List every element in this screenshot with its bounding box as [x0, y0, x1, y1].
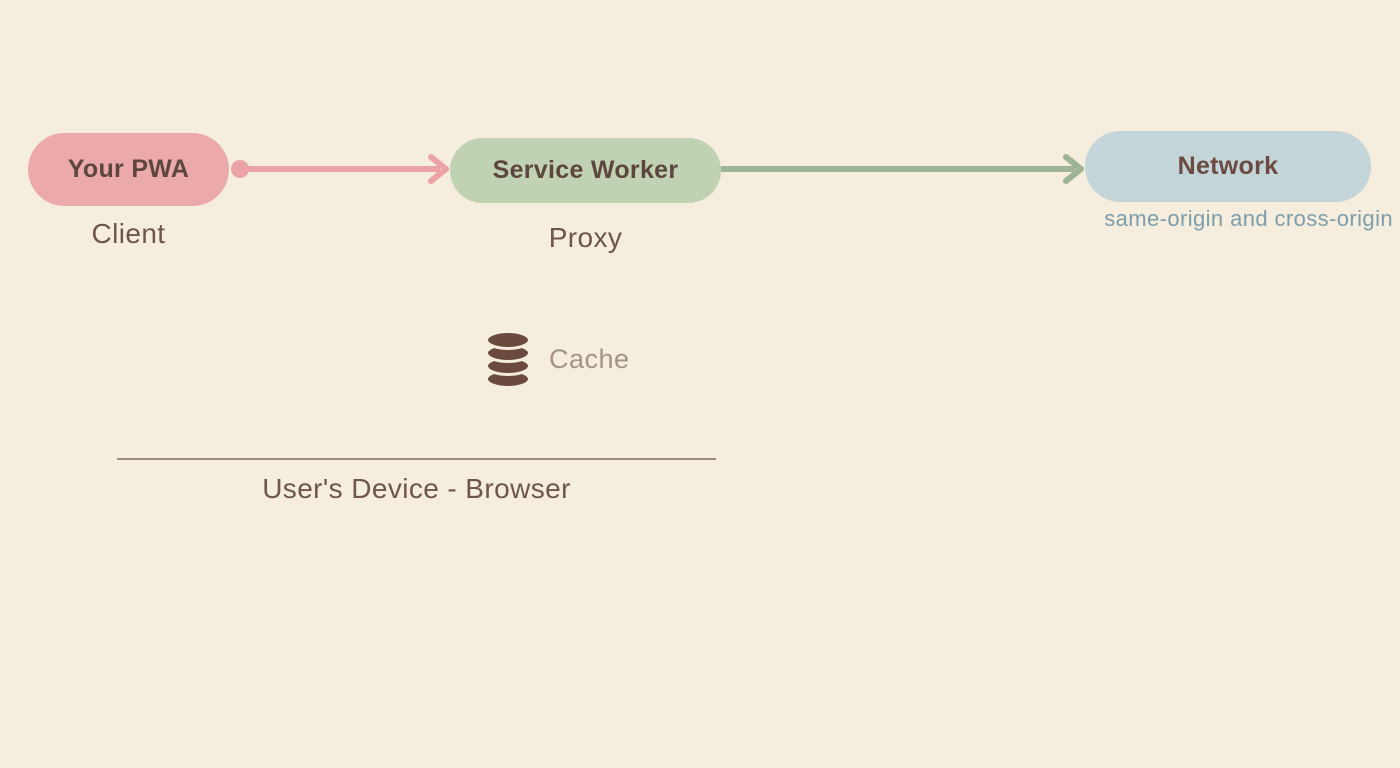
service-worker-node: Service Worker: [450, 138, 721, 203]
origin-scope-label: same-origin and cross-origin: [1104, 206, 1393, 231]
arrowhead-icon: [428, 154, 449, 184]
cache-label: Cache: [549, 343, 630, 374]
device-boundary-line: [117, 458, 716, 460]
device-boundary-label: User's Device - Browser: [262, 473, 571, 504]
arrowhead-icon: [1063, 154, 1084, 184]
arrow-start-dot: [231, 160, 249, 178]
database-icon: [485, 330, 531, 389]
pwa-to-sw-arrow: [231, 154, 449, 184]
sw-to-network-arrow: [721, 154, 1084, 184]
pwa-node: Your PWA: [28, 133, 229, 206]
proxy-label: Proxy: [548, 222, 623, 253]
service-worker-node-label: Service Worker: [492, 156, 679, 184]
network-node-label: Network: [1177, 152, 1279, 180]
cache-group: Cache: [484, 329, 630, 389]
client-label: Client: [91, 218, 166, 249]
pwa-node-label: Your PWA: [67, 155, 190, 183]
network-node: Network: [1085, 131, 1371, 202]
